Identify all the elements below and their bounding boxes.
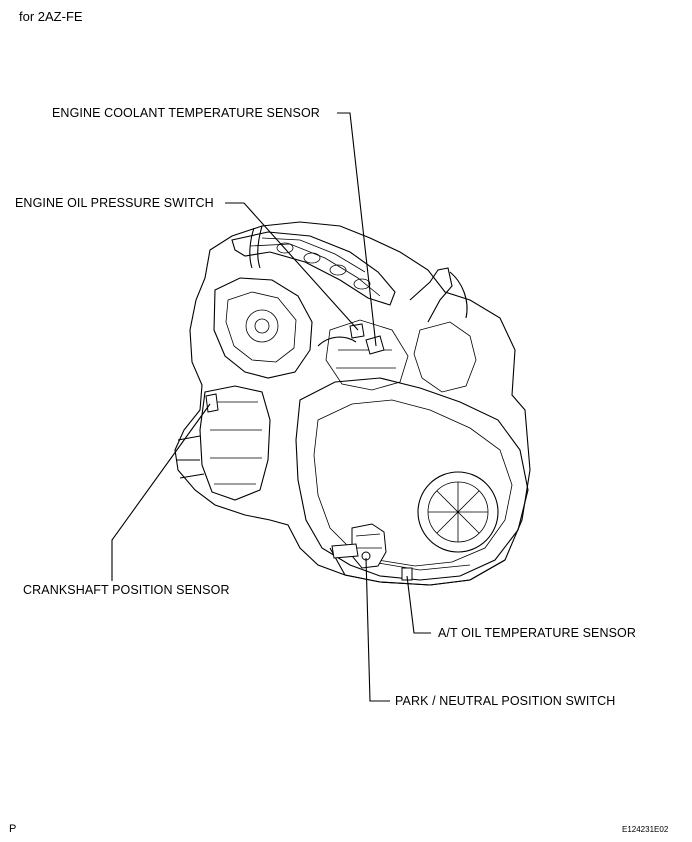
footer-page-marker: P	[9, 823, 17, 835]
label-park-neutral-position-switch: PARK / NEUTRAL POSITION SWITCH	[395, 694, 616, 708]
label-crankshaft-position-sensor: CRANKSHAFT POSITION SENSOR	[23, 583, 230, 597]
leader-crank	[111, 403, 211, 581]
label-at-oil-temperature-sensor: A/T OIL TEMPERATURE SENSOR	[438, 626, 637, 640]
footer-figure-code: E124231E02	[622, 825, 669, 834]
label-engine-oil-pressure-switch: ENGINE OIL PRESSURE SWITCH	[15, 196, 214, 210]
leader-lines	[111, 112, 431, 702]
engine-assembly	[174, 221, 531, 586]
label-engine-coolant-temperature-sensor: ENGINE COOLANT TEMPERATURE SENSOR	[52, 106, 320, 120]
leader-at	[406, 575, 431, 634]
leader-park	[365, 557, 390, 702]
leader-oil	[225, 202, 359, 331]
leader-coolant	[337, 112, 377, 347]
engine-variant-label: for 2AZ-FE	[19, 9, 83, 24]
